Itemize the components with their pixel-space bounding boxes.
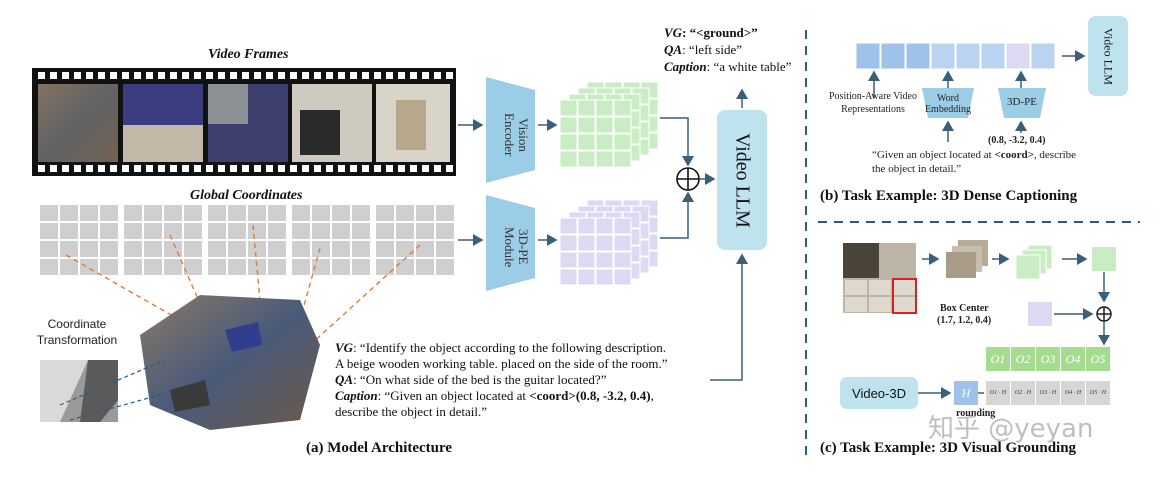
video-3d-box: Video-3D [840,377,918,409]
pooled-feature-green [1092,247,1116,271]
prompt-vg: VG: “Identify the object according to th… [335,340,667,355]
position-aware-label: Position-Aware Video Representations [828,91,917,115]
object-token-5: O5 [1086,347,1110,371]
3d-pe-label-b: 3D-PE [1007,96,1037,108]
grounding-add-icon [1096,306,1112,322]
similarity-cell-2: O2 · H [1011,381,1035,405]
3d-pe-feature-stack [559,199,659,286]
video-frames-title: Video Frames [208,47,289,62]
object-token-2: O2 [1011,347,1035,371]
similarity-cell-5: O5 · H [1086,381,1110,405]
watermark-text: 知乎 @yeyan [928,414,1094,444]
3d-pe-module-shape [486,195,535,291]
video-frame-images [38,84,450,162]
word-embedding-label: Word Embedding [924,93,972,115]
coords-label-b: (0.8, -3.2, 0.4) [988,135,1046,146]
dense-caption-prompt: “Given an object located at <coord>, des… [872,149,1077,175]
object-token-4: O4 [1061,347,1085,371]
similarity-cell-4: O4 · H [1061,381,1085,405]
similarity-cell-1: O1 · H [986,381,1010,405]
3d-pe-module-label: 3D-PE Module [502,226,531,268]
grounding-token-label: rounding [956,408,996,419]
object-token-3: O3 [1036,347,1060,371]
embedding-sequence [855,42,1056,70]
prompt-vg-line2: A beige wooden working table. placed on … [335,356,668,371]
3d-scene-mesh [140,295,320,430]
box-center-embedding [1028,302,1052,326]
output-caption: Caption: “a white table” [664,59,792,74]
3d-pe-shape-b [998,88,1046,118]
output-qa: QA: “left side” [664,42,742,57]
output-vg: VG: “<ground>” [664,25,758,40]
film-strip [32,68,456,176]
prompt-caption: Caption: “Given an object located at <co… [335,388,654,403]
video-llm-box-b: Video LLM [1088,16,1128,96]
box-center-label: Box Center [940,303,989,314]
coordinate-transformation-label: Coordinate Transformation [36,317,118,347]
depth-image [40,360,118,422]
grounding-frame-stack [946,240,988,278]
video-llm-label: Video LLM [731,132,754,228]
global-coordinate-grids [40,205,454,275]
caption-dense-captioning: (b) Task Example: 3D Dense Captioning [820,188,1078,204]
caption-visual-grounding: (c) Task Example: 3D Visual Grounding [820,440,1077,456]
similarity-cell-3: O3 · H [1036,381,1060,405]
vision-encoder-label: Vision Encoder [502,113,531,157]
prompt-caption-line2: describe the object in detail.” [335,404,487,419]
h-embedding-box: H [954,381,978,405]
prompt-examples: VG: “Identify the object according to th… [335,340,715,420]
vision-encoder-shape [486,77,535,183]
video-feature-stack [559,81,659,168]
video-llm-box: Video LLM [717,110,767,250]
grounding-frame-image [843,243,917,314]
box-center-value: (1.7, 1.2, 0.4) [937,315,992,326]
add-operator-icon [676,167,700,191]
word-embedding-shape [922,88,974,118]
prompt-qa: QA: “On what side of the bed is the guit… [335,372,607,387]
grounding-feature-stack [1015,244,1053,280]
video-llm-label-b: Video LLM [1101,27,1116,85]
global-coordinates-title: Global Coordinates [190,188,303,203]
object-token-1: O1 [986,347,1010,371]
caption-model-architecture: (a) Model Architecture [306,440,453,456]
